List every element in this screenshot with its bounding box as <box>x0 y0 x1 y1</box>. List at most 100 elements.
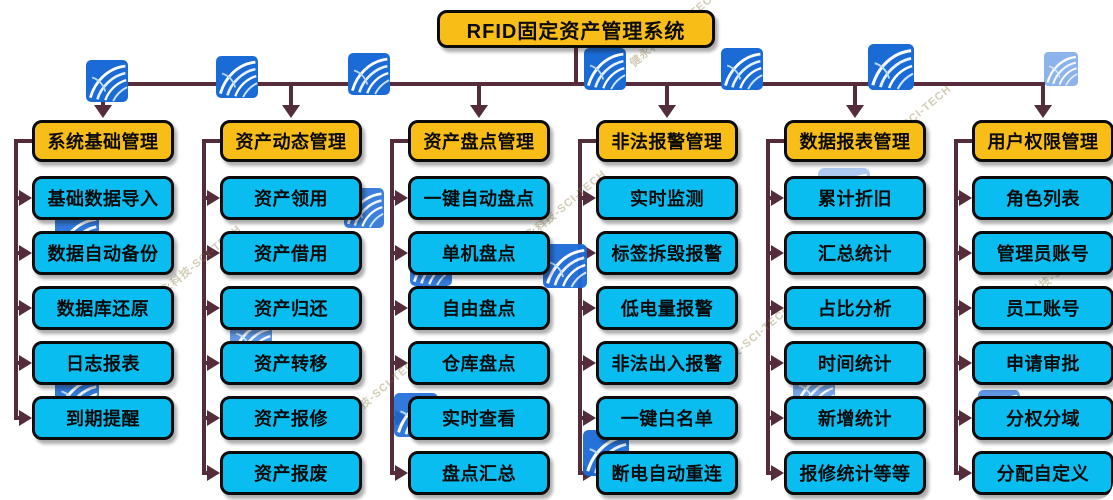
connector-line <box>101 82 1045 86</box>
connector-line <box>101 84 105 106</box>
leaf-node: 累计折旧 <box>784 176 926 220</box>
connector-line <box>477 84 481 106</box>
arrowhead-icon <box>282 105 300 118</box>
leaf-node: 到期提醒 <box>32 396 174 440</box>
connector-line <box>665 84 669 106</box>
branch-user-permissions: 用户权限管理 角色列表 管理员账号 员工账号 申请审批 分权分域 分配自定义 <box>972 120 1113 495</box>
leaf-node: 单机盘点 <box>408 231 550 275</box>
arrowhead-icon <box>959 465 972 481</box>
arrowhead-icon <box>207 190 220 206</box>
branch-header: 资产动态管理 <box>220 120 362 162</box>
connector-line <box>1041 84 1045 106</box>
leaf-node: 一键自动盘点 <box>408 176 550 220</box>
arrowhead-icon <box>19 245 32 261</box>
leaf-node: 基础数据导入 <box>32 176 174 220</box>
arrowhead-icon <box>771 190 784 206</box>
branch-header: 数据报表管理 <box>784 120 926 162</box>
leaf-node: 非法出入报警 <box>596 341 738 385</box>
arrowhead-icon <box>583 190 596 206</box>
arrowhead-icon <box>959 190 972 206</box>
leaf-node: 自由盘点 <box>408 286 550 330</box>
brand-swoosh-logo-icon <box>86 60 128 102</box>
arrowhead-icon <box>19 190 32 206</box>
branch-data-reports: 数据报表管理 累计折旧 汇总统计 占比分析 时间统计 新增统计 报修统计等等 <box>784 120 926 495</box>
brand-swoosh-logo-icon <box>216 56 258 98</box>
leaf-node: 资产借用 <box>220 231 362 275</box>
arrowhead-icon <box>395 245 408 261</box>
leaf-node: 日志报表 <box>32 341 174 385</box>
arrowhead-icon <box>959 355 972 371</box>
leaf-node: 盘点汇总 <box>408 451 550 495</box>
arrowhead-icon <box>470 105 488 118</box>
connector-line <box>766 139 784 143</box>
arrowhead-icon <box>19 410 32 426</box>
arrowhead-icon <box>583 465 596 481</box>
brand-swoosh-logo-icon <box>1044 52 1078 86</box>
leaf-node: 资产归还 <box>220 286 362 330</box>
root-node-title: RFID固定资产管理系统 <box>437 10 715 48</box>
arrowhead-icon <box>207 410 220 426</box>
arrowhead-icon <box>771 465 784 481</box>
arrowhead-icon <box>19 300 32 316</box>
arrowhead-icon <box>207 300 220 316</box>
connector-line <box>578 139 596 143</box>
leaf-node: 资产转移 <box>220 341 362 385</box>
connector-line <box>574 46 578 86</box>
arrowhead-icon <box>583 355 596 371</box>
arrowhead-icon <box>207 465 220 481</box>
leaf-node: 分配自定义 <box>972 451 1113 495</box>
leaf-node: 申请审批 <box>972 341 1113 385</box>
leaf-node: 实时监测 <box>596 176 738 220</box>
arrowhead-icon <box>395 355 408 371</box>
leaf-node: 断电自动重连 <box>596 451 738 495</box>
arrowhead-icon <box>771 355 784 371</box>
leaf-node: 资产报废 <box>220 451 362 495</box>
arrowhead-icon <box>846 105 864 118</box>
arrowhead-icon <box>395 410 408 426</box>
arrowhead-icon <box>583 410 596 426</box>
arrowhead-icon <box>395 300 408 316</box>
arrowhead-icon <box>583 300 596 316</box>
arrowhead-icon <box>207 245 220 261</box>
connector-line <box>766 139 770 475</box>
leaf-node: 一键白名单 <box>596 396 738 440</box>
leaf-node: 时间统计 <box>784 341 926 385</box>
leaf-node: 角色列表 <box>972 176 1113 220</box>
arrowhead-icon <box>771 245 784 261</box>
leaf-node: 员工账号 <box>972 286 1113 330</box>
connector-line <box>14 139 18 420</box>
arrowhead-icon <box>94 105 112 118</box>
connector-line <box>14 139 32 143</box>
branch-illegal-alarm: 非法报警管理 实时监测 标签拆毁报警 低电量报警 非法出入报警 一键白名单 断电… <box>596 120 738 495</box>
leaf-node: 新增统计 <box>784 396 926 440</box>
arrowhead-icon <box>19 355 32 371</box>
connector-line <box>853 84 857 106</box>
leaf-node: 资产领用 <box>220 176 362 220</box>
arrowhead-icon <box>395 190 408 206</box>
arrowhead-icon <box>1034 105 1052 118</box>
branch-system-basics: 系统基础管理 基础数据导入 数据自动备份 数据库还原 日志报表 到期提醒 <box>32 120 174 440</box>
brand-swoosh-logo-icon <box>348 53 390 95</box>
arrowhead-icon <box>583 245 596 261</box>
branch-header: 资产盘点管理 <box>408 120 550 162</box>
branch-header: 用户权限管理 <box>972 120 1113 162</box>
arrowhead-icon <box>395 465 408 481</box>
leaf-node: 实时查看 <box>408 396 550 440</box>
connector-line <box>954 139 972 143</box>
branch-asset-inventory: 资产盘点管理 一键自动盘点 单机盘点 自由盘点 仓库盘点 实时查看 盘点汇总 <box>408 120 550 495</box>
leaf-node: 分权分域 <box>972 396 1113 440</box>
connector-line <box>202 139 206 475</box>
leaf-node: 数据自动备份 <box>32 231 174 275</box>
leaf-node: 低电量报警 <box>596 286 738 330</box>
leaf-node: 标签拆毁报警 <box>596 231 738 275</box>
leaf-node: 报修统计等等 <box>784 451 926 495</box>
branch-header: 非法报警管理 <box>596 120 738 162</box>
leaf-node: 资产报修 <box>220 396 362 440</box>
leaf-node: 管理员账号 <box>972 231 1113 275</box>
arrowhead-icon <box>771 410 784 426</box>
arrowhead-icon <box>771 300 784 316</box>
connector-line <box>578 139 582 475</box>
leaf-node: 占比分析 <box>784 286 926 330</box>
leaf-node: 数据库还原 <box>32 286 174 330</box>
arrowhead-icon <box>959 410 972 426</box>
